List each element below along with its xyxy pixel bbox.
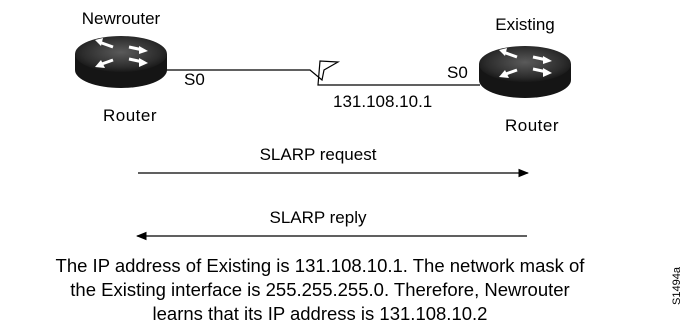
newrouter-port: S0 — [184, 70, 205, 89]
caption-line: the Existing interface is 255.255.255.0.… — [70, 279, 570, 300]
newrouter-name: Newrouter — [82, 9, 161, 28]
figure-id: S1494a — [671, 267, 683, 305]
existing-name: Existing — [495, 15, 555, 34]
router-icon — [479, 46, 571, 98]
existing-type: Router — [505, 116, 559, 135]
caption: The IP address of Existing is 131.108.10… — [0, 254, 640, 326]
serial-link — [160, 60, 480, 86]
router-icon — [75, 36, 167, 88]
slarp-reply-label: SLARP reply — [269, 208, 367, 227]
existing-router: Existing S0 131.108.10.1 Router — [333, 15, 571, 135]
slarp-request-label: SLARP request — [260, 145, 377, 164]
newrouter-type: Router — [103, 106, 157, 125]
existing-port: S0 — [447, 63, 468, 82]
caption-line: The IP address of Existing is 131.108.10… — [55, 255, 585, 276]
newrouter: Newrouter S0 Router — [75, 9, 205, 125]
existing-ip: 131.108.10.1 — [333, 92, 432, 111]
caption-line: learns that its IP address is 131.108.10… — [152, 303, 488, 324]
slarp-request-message: SLARP request — [138, 145, 530, 178]
slarp-reply-message: SLARP reply — [135, 208, 527, 241]
